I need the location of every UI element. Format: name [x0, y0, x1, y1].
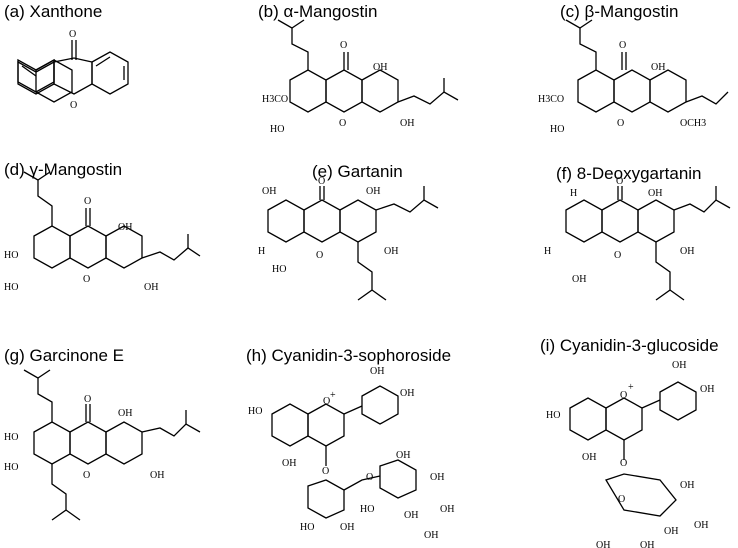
- svg-text:OCH3: OCH3: [680, 118, 706, 129]
- svg-text:OH: OH: [664, 526, 678, 537]
- panel-b-title: (b) α-Mangostin: [258, 2, 378, 21]
- svg-text:+: +: [330, 390, 336, 401]
- svg-text:O: O: [84, 196, 91, 207]
- svg-text:OH: OH: [700, 384, 714, 395]
- svg-text:OH: OH: [440, 504, 454, 515]
- svg-text:HO: HO: [4, 462, 18, 473]
- svg-text:HO: HO: [272, 264, 286, 275]
- svg-text:O: O: [322, 466, 329, 477]
- svg-text:OH: OH: [640, 540, 654, 548]
- svg-text:OH: OH: [144, 282, 158, 293]
- svg-text:H3CO: H3CO: [538, 94, 564, 105]
- svg-text:OH: OH: [400, 388, 414, 399]
- svg-text:OH: OH: [400, 118, 414, 129]
- svg-text:OH: OH: [651, 62, 665, 73]
- svg-text:OH: OH: [572, 274, 586, 285]
- svg-text:OH: OH: [118, 222, 132, 233]
- svg-text:O: O: [340, 40, 347, 51]
- svg-text:O: O: [620, 458, 627, 469]
- svg-text:HO: HO: [4, 282, 18, 293]
- svg-text:HO: HO: [270, 124, 284, 135]
- svg-text:HO: HO: [546, 410, 560, 421]
- svg-text:HO: HO: [4, 250, 18, 261]
- svg-text:O: O: [84, 394, 91, 405]
- svg-text:OH: OH: [373, 62, 387, 73]
- svg-text:O: O: [366, 472, 373, 483]
- svg-text:OH: OH: [150, 470, 164, 481]
- svg-text:O: O: [83, 274, 90, 285]
- svg-text:O: O: [323, 396, 330, 407]
- svg-text:HO: HO: [4, 432, 18, 443]
- svg-text:OH: OH: [370, 366, 384, 377]
- svg-text:H3CO: H3CO: [262, 94, 288, 105]
- svg-text:OH: OH: [384, 246, 398, 257]
- svg-text:O: O: [318, 176, 325, 187]
- panel-e-title: (e) Gartanin: [312, 162, 403, 181]
- svg-text:O: O: [316, 250, 323, 261]
- svg-text:OH: OH: [648, 188, 662, 199]
- svg-text:OH: OH: [340, 522, 354, 533]
- svg-text:OH: OH: [424, 530, 438, 541]
- panel-g-title: (g) Garcinone E: [4, 346, 124, 365]
- panel-i-title: (i) Cyanidin-3-glucoside: [540, 336, 719, 355]
- svg-text:O: O: [619, 40, 626, 51]
- svg-text:HO: HO: [248, 406, 262, 417]
- svg-text:O: O: [617, 118, 624, 129]
- svg-text:OH: OH: [430, 472, 444, 483]
- panel-f-title: (f) 8-Deoxygartanin: [556, 164, 702, 183]
- svg-text:HO: HO: [360, 504, 374, 515]
- svg-text:OH: OH: [282, 458, 296, 469]
- svg-text:OH: OH: [582, 452, 596, 463]
- svg-text:OH: OH: [404, 510, 418, 521]
- svg-text:O: O: [339, 118, 346, 129]
- svg-text:OH: OH: [118, 408, 132, 419]
- panel-d-title: (d) γ-Mangostin: [4, 160, 123, 179]
- svg-text:O: O: [620, 390, 627, 401]
- svg-text:HO: HO: [300, 522, 314, 533]
- svg-text:O: O: [83, 470, 90, 481]
- panel-c-title: (c) β-Mangostin: [560, 2, 679, 21]
- svg-text:O: O: [614, 250, 621, 261]
- svg-text:OH: OH: [672, 360, 686, 371]
- panel-a-title: (a) Xanthone: [4, 2, 103, 21]
- svg-text:OH: OH: [680, 480, 694, 491]
- svg-text:HO: HO: [550, 124, 564, 135]
- svg-text:OH: OH: [396, 450, 410, 461]
- svg-text:O: O: [618, 494, 625, 505]
- svg-text:+: +: [628, 382, 634, 393]
- svg-text:O: O: [616, 176, 623, 187]
- svg-text:OH: OH: [596, 540, 610, 548]
- svg-text:H: H: [570, 188, 577, 199]
- panel-h-title: (h) Cyanidin-3-sophoroside: [246, 346, 452, 365]
- svg-text:OH: OH: [680, 246, 694, 257]
- xanthone-carbonyl-o: O: [69, 29, 76, 40]
- svg-text:OH: OH: [262, 186, 276, 197]
- svg-text:H: H: [258, 246, 265, 257]
- svg-text:H: H: [544, 246, 551, 257]
- xanthone-ring-o: O: [70, 100, 77, 111]
- svg-text:OH: OH: [694, 520, 708, 531]
- svg-text:OH: OH: [366, 186, 380, 197]
